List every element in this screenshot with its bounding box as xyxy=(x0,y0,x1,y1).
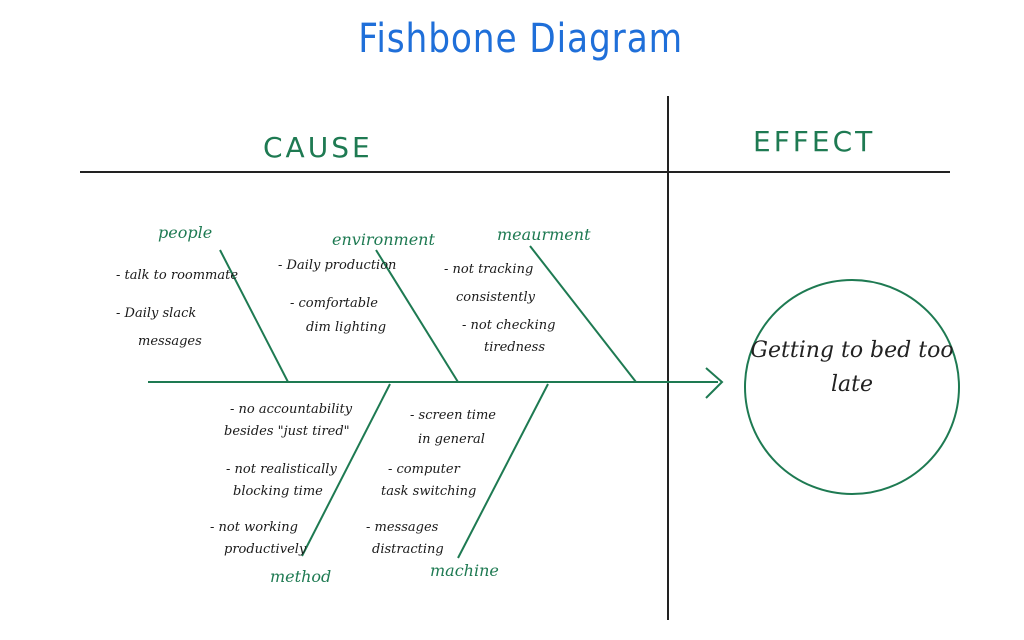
measurement-item: - not checking xyxy=(462,318,556,333)
machine-item: distracting xyxy=(372,542,444,557)
measurement-item: - not tracking xyxy=(444,262,534,277)
effect-circle xyxy=(744,279,960,495)
machine-item: - computer xyxy=(388,462,460,477)
category-label-environment: environment xyxy=(332,230,435,249)
environment-item: - comfortable xyxy=(290,296,378,311)
spine-arrowhead xyxy=(705,367,724,399)
bone-machine xyxy=(457,383,549,559)
machine-item: task switching xyxy=(381,484,477,499)
effect-text: Getting to bed too late xyxy=(750,338,954,398)
diagram-title: Fishbone Diagram xyxy=(358,16,684,62)
method-item: - not realistically xyxy=(226,462,337,477)
method-item: - not working xyxy=(210,520,298,535)
cause-heading: CAUSE xyxy=(263,131,373,164)
bone-people xyxy=(219,249,289,383)
method-item: blocking time xyxy=(233,484,323,499)
people-item: - talk to roommate xyxy=(116,268,239,283)
measurement-item: consistently xyxy=(456,290,535,305)
method-item: besides "just tired" xyxy=(224,424,350,439)
effect-heading: EFFECT xyxy=(753,125,876,158)
people-item: - Daily slack xyxy=(116,306,197,321)
machine-item: - messages xyxy=(366,520,439,535)
measurement-item: tiredness xyxy=(484,340,546,355)
environment-item: dim lighting xyxy=(306,320,387,335)
bone-environment xyxy=(375,249,459,383)
method-item: - no accountability xyxy=(230,402,353,417)
people-item: messages xyxy=(138,334,202,349)
category-label-people: people xyxy=(158,223,213,242)
category-label-machine: machine xyxy=(430,561,499,580)
environment-item: - Daily production xyxy=(278,258,397,273)
bone-measurement xyxy=(529,245,637,383)
machine-item: in general xyxy=(418,432,485,447)
category-label-measurement: meaurment xyxy=(497,225,591,244)
category-label-method: method xyxy=(270,567,332,586)
machine-item: - screen time xyxy=(410,408,496,423)
bone-method xyxy=(301,383,391,557)
method-item: productively xyxy=(224,542,307,557)
